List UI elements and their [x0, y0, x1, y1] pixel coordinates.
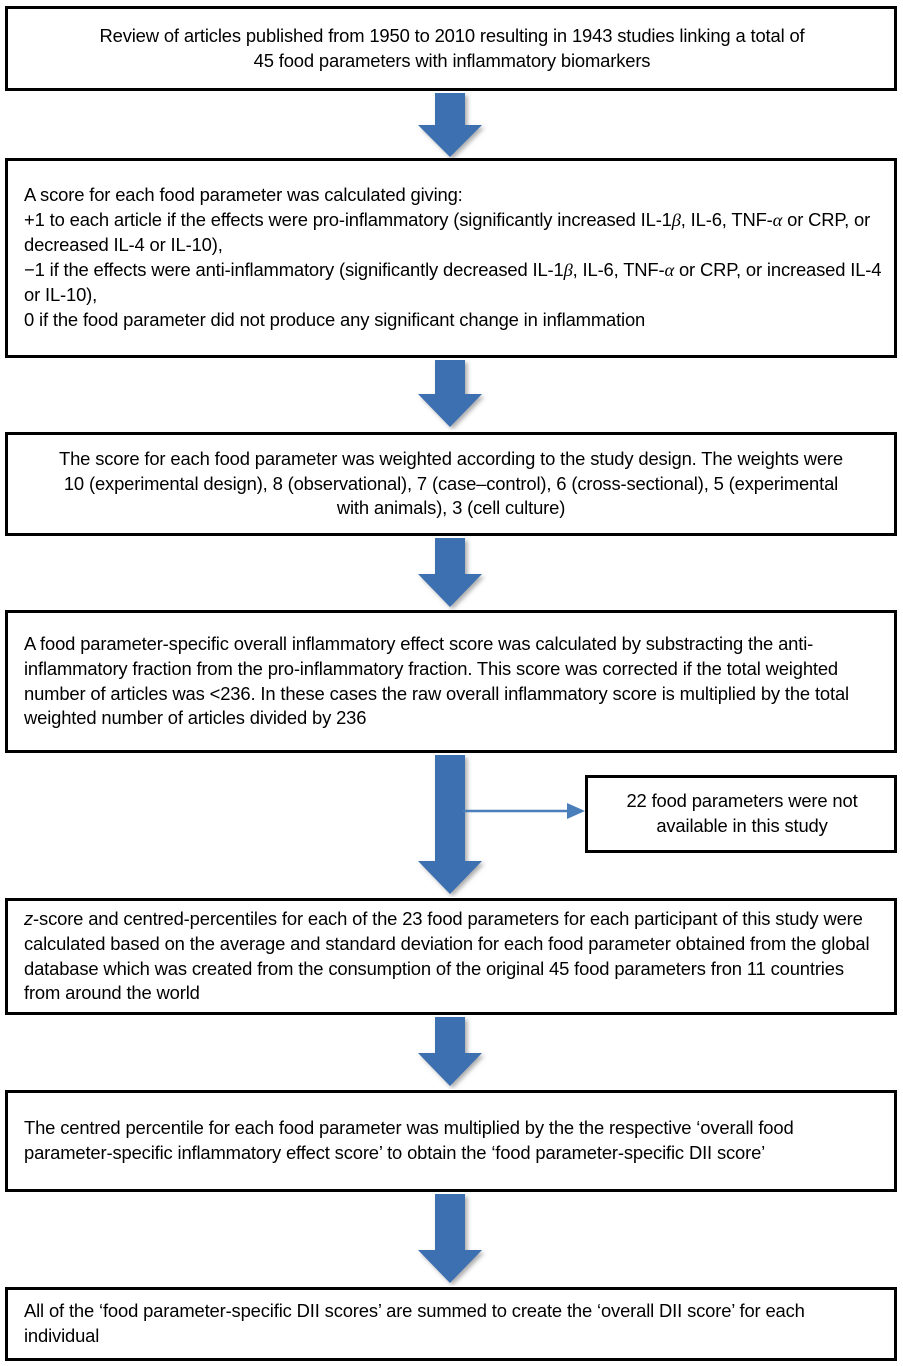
node-overall-dii-score: All of the ‘food parameter-specific DII … [5, 1287, 897, 1361]
node-study-design-weighting: The score for each food parameter was we… [5, 432, 897, 536]
zscore-body: -score and centred-percentiles for each … [24, 907, 870, 1004]
alpha-symbol: α [772, 210, 783, 231]
review-line-2: 45 food parameters with inflammatory bio… [253, 49, 651, 71]
arrow-to-unavailable-parameters [463, 800, 588, 822]
arrow-weighting-to-overall-effect [417, 538, 487, 610]
alpha-symbol: α [664, 260, 675, 280]
scoring-line-3-part-c: or CRP, or increased IL-4 or IL-10), [24, 259, 882, 305]
node-overall-inflammatory-effect-score: A food parameter-specific overall inflam… [5, 610, 897, 753]
scoring-line-2-part-a: +1 to each article if the effects were p… [24, 209, 672, 231]
scoring-line-2-part-b: , IL-6, TNF- [680, 209, 773, 231]
node-unavailable-parameters: 22 food parameters were not available in… [585, 775, 897, 853]
scoring-line-4: 0 if the food parameter did not produce … [24, 308, 646, 330]
arrow-zscore-to-multiply [417, 1017, 487, 1089]
arrow-multiply-to-sum [417, 1194, 487, 1286]
z-italic: z [24, 907, 34, 929]
arrow-review-to-scoring [417, 93, 487, 160]
unavailable-line-1: 22 food parameters were not [626, 790, 858, 812]
overall-effect-text: A food parameter-specific overall inflam… [24, 632, 849, 729]
sum-text: All of the ‘food parameter-specific DII … [24, 1300, 805, 1346]
scoring-line-2-part-c: or CRP, or decreased IL-4 or IL-10), [24, 209, 871, 256]
scoring-line-1: A score for each food parameter was calc… [24, 184, 463, 206]
unavailable-line-2: available in this study [656, 815, 828, 836]
scoring-line-3-part-b: , IL-6, TNF- [572, 259, 665, 280]
weighting-text: The score for each food parameter was we… [59, 447, 843, 519]
arrow-scoring-to-weighting [417, 360, 487, 430]
scoring-line-2: +1 to each article if the effects were p… [24, 208, 882, 258]
arrow-overall-effect-to-zscore [417, 755, 487, 897]
multiply-text: The centred percentile for each food par… [24, 1117, 794, 1163]
node-z-score-and-centred-percentiles: z-score and centred-percentiles for each… [5, 898, 897, 1015]
beta-symbol: β [563, 260, 573, 280]
node-scoring-rules: A score for each food parameter was calc… [5, 158, 897, 358]
zscore-text: z-score and centred-percentiles for each… [24, 907, 876, 1007]
node-review-of-articles: Review of articles published from 1950 t… [5, 6, 897, 91]
beta-symbol: β [671, 210, 681, 231]
review-line-1: Review of articles published from 1950 t… [99, 24, 805, 46]
scoring-line-3-part-a: −1 if the effects were anti-inflammatory… [24, 259, 564, 280]
scoring-line-3: −1 if the effects were anti-inflammatory… [24, 258, 882, 308]
node-centred-percentile-multiplication: The centred percentile for each food par… [5, 1090, 897, 1192]
